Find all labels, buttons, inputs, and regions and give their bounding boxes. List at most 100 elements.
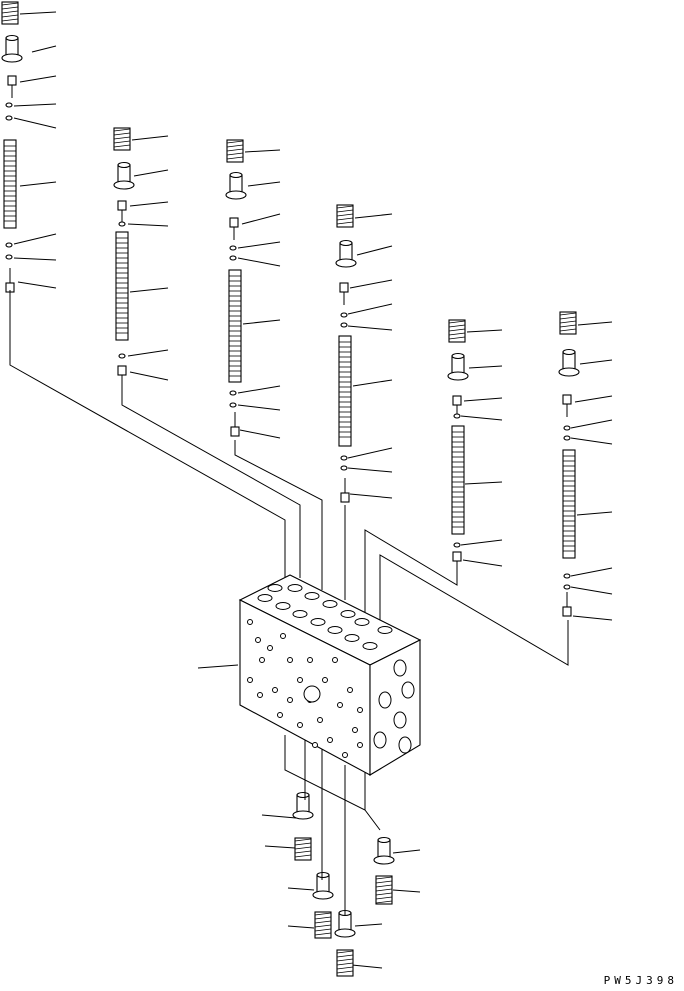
stack4-spring <box>336 204 354 228</box>
leader-line <box>287 925 315 929</box>
spring-coil <box>314 924 332 928</box>
leader-line <box>354 213 393 219</box>
cap-flange <box>292 810 314 820</box>
leader-line <box>247 181 281 187</box>
spring-coil <box>375 880 393 884</box>
leader-line <box>460 415 503 421</box>
leader-line <box>237 404 281 411</box>
stack5-ring-b <box>453 542 461 548</box>
spring-coil <box>559 320 577 324</box>
face-hole <box>247 619 253 625</box>
cap-top <box>339 239 353 247</box>
spring-coil <box>375 896 393 900</box>
leader-line <box>239 429 281 439</box>
spring-coil <box>294 842 312 846</box>
leader-line <box>129 201 169 207</box>
center-port <box>303 685 321 703</box>
cap-flange <box>447 371 469 381</box>
leader-line <box>237 385 281 394</box>
leader-line <box>347 325 393 331</box>
leader-line <box>572 615 613 621</box>
stack3-ring-a <box>229 245 237 251</box>
spring-coil <box>294 846 312 850</box>
spring-coil <box>375 884 393 888</box>
spool-body <box>338 335 352 447</box>
port-hole <box>354 618 370 626</box>
leader-line <box>579 359 613 365</box>
leader-line <box>570 586 613 595</box>
bottom-cap-3 <box>334 909 356 938</box>
stack4-ring-b <box>340 322 348 328</box>
stack3-pin <box>230 412 240 437</box>
leader-line <box>264 845 296 849</box>
leader-line <box>133 169 169 177</box>
leader-line <box>356 245 393 256</box>
cap-flange <box>335 258 357 268</box>
leader-line <box>237 257 281 267</box>
pin-head <box>340 492 350 503</box>
stopper-head <box>117 200 127 211</box>
cap-top <box>296 791 310 799</box>
cap-flange <box>312 890 334 900</box>
port-hole <box>275 602 291 610</box>
spring-coil <box>1 14 19 18</box>
stack2-ring-a <box>118 221 126 227</box>
spring-coil <box>226 144 244 148</box>
spring-coil <box>336 205 354 209</box>
port-hole <box>322 600 338 608</box>
face-hole <box>280 633 286 639</box>
bottom-spring-2 <box>314 911 332 939</box>
face-hole <box>277 712 283 718</box>
stopper-head <box>117 365 127 376</box>
leader-line <box>466 329 503 333</box>
leader-line <box>577 321 613 326</box>
leader-line <box>13 233 57 245</box>
leader-line <box>463 397 503 402</box>
leader-line <box>19 11 57 15</box>
stack3-cap <box>225 171 247 200</box>
face-hole <box>352 727 358 733</box>
stack1-ring-b <box>5 115 13 121</box>
bottom-spring-3 <box>336 949 354 977</box>
stack6-ring-b <box>563 435 571 441</box>
stack4-stopper <box>339 282 349 305</box>
leader-line <box>570 437 613 445</box>
spring-coil <box>336 950 354 954</box>
port-hole <box>292 610 308 618</box>
spring-coil <box>1 10 19 14</box>
leader-line <box>347 467 393 473</box>
spring-coil <box>294 838 312 842</box>
side-port <box>378 691 392 709</box>
leader-lines <box>13 11 613 969</box>
stack6-ring-d <box>563 584 571 590</box>
side-port <box>393 659 407 677</box>
spring-coil <box>448 332 466 336</box>
stack3-spring <box>226 139 244 163</box>
stack6-stopper <box>562 394 572 417</box>
leader-line <box>237 241 281 249</box>
face-hole <box>357 742 363 748</box>
stack4-ring-c <box>340 455 348 461</box>
stopper-head <box>562 394 572 405</box>
stack1-spool <box>3 139 17 229</box>
leader-line <box>392 889 421 893</box>
leader-line <box>468 365 503 369</box>
face-hole <box>267 645 273 651</box>
face-hole <box>255 637 261 643</box>
leader-line <box>17 281 57 289</box>
leader-line <box>261 814 297 819</box>
leader-line <box>31 45 57 53</box>
leader-line <box>244 149 281 153</box>
side-port <box>393 711 407 729</box>
valve-body <box>238 574 422 776</box>
leader-line <box>13 103 57 107</box>
face-hole <box>322 677 328 683</box>
stack2-stopper <box>117 200 127 223</box>
cap-flange <box>334 928 356 938</box>
spring-coil <box>113 132 131 136</box>
spring-coil <box>559 312 577 316</box>
face-hole <box>347 687 353 693</box>
cap-top <box>229 171 243 179</box>
stack6-pin <box>562 592 572 617</box>
